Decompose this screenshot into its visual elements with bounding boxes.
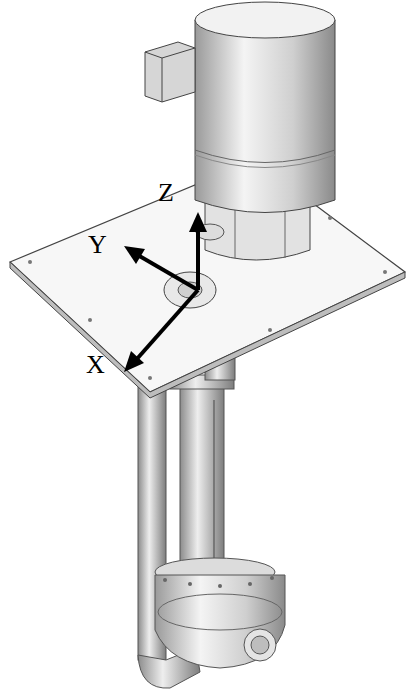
axis-label: Z	[158, 180, 174, 206]
pump-casing	[155, 575, 285, 668]
motor	[195, 20, 335, 213]
axis-label: Y	[88, 232, 107, 258]
column-pipe	[180, 380, 224, 580]
axis-arrows	[136, 228, 198, 360]
junction-box	[145, 42, 195, 102]
axis-label: X	[86, 352, 105, 378]
discharge-flange	[164, 272, 216, 308]
